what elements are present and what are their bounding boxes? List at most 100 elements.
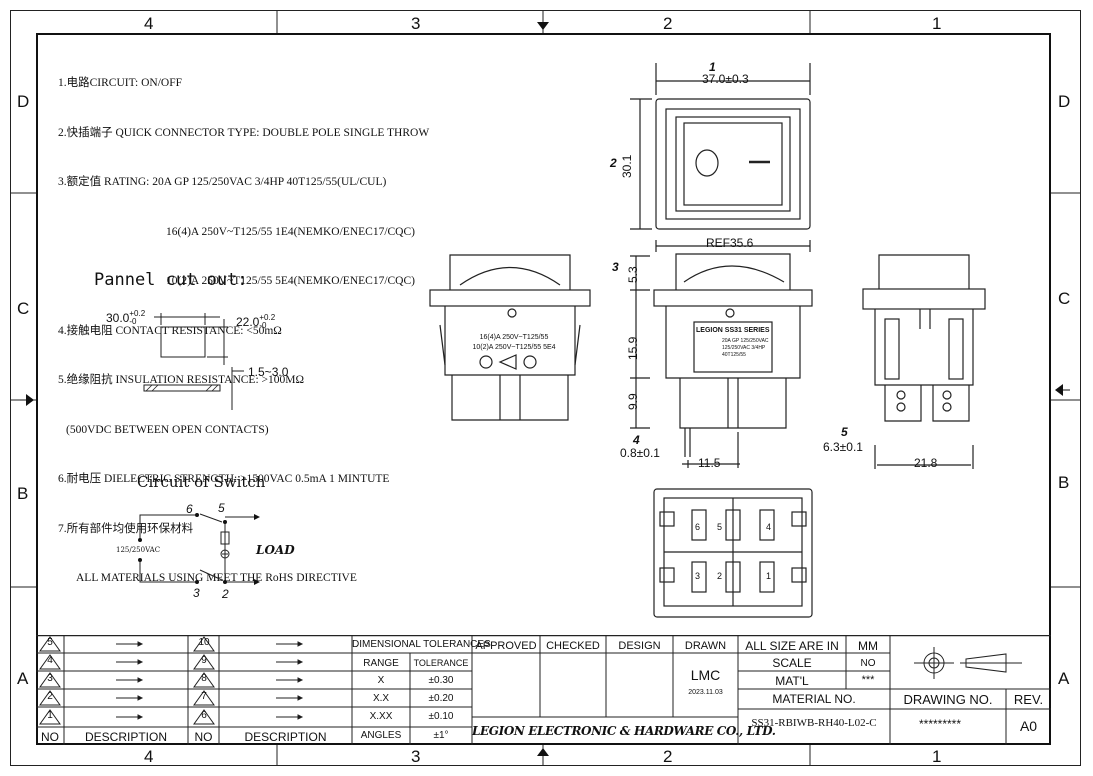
design-label: DESIGN xyxy=(618,640,661,652)
front-label-line1: 20A GP 125/250VAC xyxy=(722,338,769,344)
cutout-height-tol-lower: -0 xyxy=(259,321,267,330)
zone-col-3-bottom: 3 xyxy=(411,747,421,766)
dim-3-marker: 3 xyxy=(612,260,619,274)
checked-label: CHECKED xyxy=(546,640,600,652)
dim-11-5: 11.5 xyxy=(698,456,721,470)
rev-3: 3 xyxy=(47,673,53,684)
zone-row-b-left: B xyxy=(17,484,29,503)
zone-col-4-bottom: 4 xyxy=(144,747,154,766)
rev-label: REV. xyxy=(1013,692,1044,707)
cutout-height-tol: +0.2-0 xyxy=(259,314,275,330)
drawing-no-label: DRAWING NO. xyxy=(903,692,993,707)
front-label-line3: 40T125/55 xyxy=(722,352,746,358)
no-label-2: NO xyxy=(194,730,213,744)
note-5b: (500VDC BETWEEN OPEN CONTACTS) xyxy=(66,423,269,436)
drawn-date: 2023.11.03 xyxy=(688,689,723,696)
note-6: 6.耐电压 DIELECTRIC STRENGTH: >1500VAC 0.5m… xyxy=(58,473,390,485)
rev-7: 7 xyxy=(201,691,207,702)
tol-xx: ±0.20 xyxy=(428,693,454,704)
range-label: RANGE xyxy=(363,658,399,669)
side-view-drawing xyxy=(429,254,591,421)
cutout-width-tol-upper: +0.2 xyxy=(129,309,146,318)
rev-value: A0 xyxy=(1019,718,1038,734)
tol-x: ±0.30 xyxy=(428,675,454,686)
dim-ref-35: REF35.6 xyxy=(706,236,754,250)
rev-6: 6 xyxy=(201,710,207,721)
bottom-terminal-6: 6 xyxy=(695,522,701,532)
dim-height-30: 30.1 xyxy=(620,154,634,178)
dim-4-marker: 4 xyxy=(633,433,640,447)
cutout-width-tol: +0.2-0 xyxy=(129,310,145,326)
tolerances-title: DIMENSIONAL TOLERANCES xyxy=(352,639,491,650)
drawn-label: DRAWN xyxy=(684,640,727,652)
zone-col-1-top: 1 xyxy=(932,14,942,33)
note-3: 3.额定值 RATING: 20A GP 125/250VAC 3/4HP 40… xyxy=(58,176,387,188)
note-5: 5.绝缘阻抗 INSULATION RESISTANCE: >100MΩ xyxy=(58,374,305,386)
tol-angles: ±1° xyxy=(433,730,449,741)
note-3b: 16(4)A 250V~T125/55 1E4(NEMKO/ENEC17/CQC… xyxy=(166,225,415,238)
rev-2: 2 xyxy=(47,691,53,702)
rev-8: 8 xyxy=(201,673,207,684)
tolerance-label: TOLERANCE xyxy=(413,658,469,668)
scale-value: NO xyxy=(860,658,876,669)
material-no-value: SS31-RBIWB-RH40-L02-C xyxy=(751,717,877,729)
dim-6-3: 6.3±0.1 xyxy=(823,440,863,454)
cutout-height-tol-upper: +0.2 xyxy=(259,313,276,322)
rev-10: 10 xyxy=(198,637,210,648)
note-7: 7.所有部件均使用环保材料 xyxy=(58,522,194,535)
note-2: 2.快插端子 QUICK CONNECTOR TYPE: DOUBLE POLE… xyxy=(58,126,430,139)
side-rating-line1: 16(4)A 250V~T125/55 xyxy=(479,334,549,341)
side-rating-label: 16(4)A 250V~T125/55 10(2)A 250V~T125/55 … xyxy=(472,333,556,353)
note-7b: ALL MATERIALS USING MEET THE RoHS DIRECT… xyxy=(76,572,357,584)
dim-2-marker: 2 xyxy=(610,156,617,170)
scale-label: SCALE xyxy=(772,656,812,670)
company-name: LEGION ELECTRONIC & HARDWARE CO., LTD. xyxy=(472,724,776,738)
cutout-width-tol-lower: -0 xyxy=(129,317,137,326)
zone-row-d-left: D xyxy=(17,92,30,111)
description-label-1: DESCRIPTION xyxy=(84,730,167,744)
unit-value: MM xyxy=(858,639,878,653)
top-view-drawing xyxy=(630,63,811,230)
drawn-by: LMC xyxy=(690,667,721,683)
bottom-view-drawing xyxy=(653,488,813,618)
zone-row-a-right: A xyxy=(1058,669,1070,688)
dim-5-3: 5.3 xyxy=(626,266,640,283)
range-x: X xyxy=(377,675,385,686)
drawing-no-value: ********* xyxy=(918,717,962,731)
zone-col-1-bottom: 1 xyxy=(932,747,942,766)
bottom-terminal-2: 2 xyxy=(717,571,723,581)
terminal-3: 3 xyxy=(193,586,200,600)
bottom-terminal-5: 5 xyxy=(717,522,723,532)
terminal-5: 5 xyxy=(218,501,225,515)
right-view-drawing xyxy=(862,254,986,469)
range-xxx: X.XX xyxy=(369,711,393,722)
cutout-height: 22.0+0.2-0 xyxy=(236,314,275,330)
dim-0-8: 0.8±0.1 xyxy=(620,446,660,460)
all-size-label: ALL SIZE ARE IN xyxy=(745,639,839,653)
dim-5-marker: 5 xyxy=(841,425,848,439)
dim-21-8: 21.8 xyxy=(914,456,938,470)
rev-9: 9 xyxy=(201,655,207,666)
zone-row-c-left: C xyxy=(17,299,30,318)
terminal-6: 6 xyxy=(186,502,193,516)
dim-15-9: 15.9 xyxy=(626,336,640,360)
circuit-diagram xyxy=(138,513,260,585)
zone-row-a-left: A xyxy=(17,669,29,688)
panel-cutout-drawing xyxy=(143,313,244,410)
range-angles: ANGLES xyxy=(360,730,402,741)
zone-col-4-top: 4 xyxy=(144,14,154,33)
side-rating-line2: 10(2)A 250V~T125/55 5E4 xyxy=(472,344,556,351)
material-no-label: MATERIAL NO. xyxy=(772,692,856,706)
circuit-load-label: LOAD xyxy=(256,543,295,557)
matl-label: MAT'L xyxy=(775,674,809,688)
no-label-1: NO xyxy=(41,730,59,744)
drawing-outer-border xyxy=(10,10,1081,766)
approved-label: APPROVED xyxy=(475,640,537,652)
terminal-2: 2 xyxy=(222,587,229,601)
front-label-text: 20A GP 125/250VAC 125/250VAC 3/4HP 40T12… xyxy=(722,338,769,359)
cutout-height-value: 22.0 xyxy=(236,315,260,329)
rev-4: 4 xyxy=(47,655,53,666)
title-block-grid xyxy=(36,635,1051,745)
bottom-terminal-1: 1 xyxy=(766,571,772,581)
